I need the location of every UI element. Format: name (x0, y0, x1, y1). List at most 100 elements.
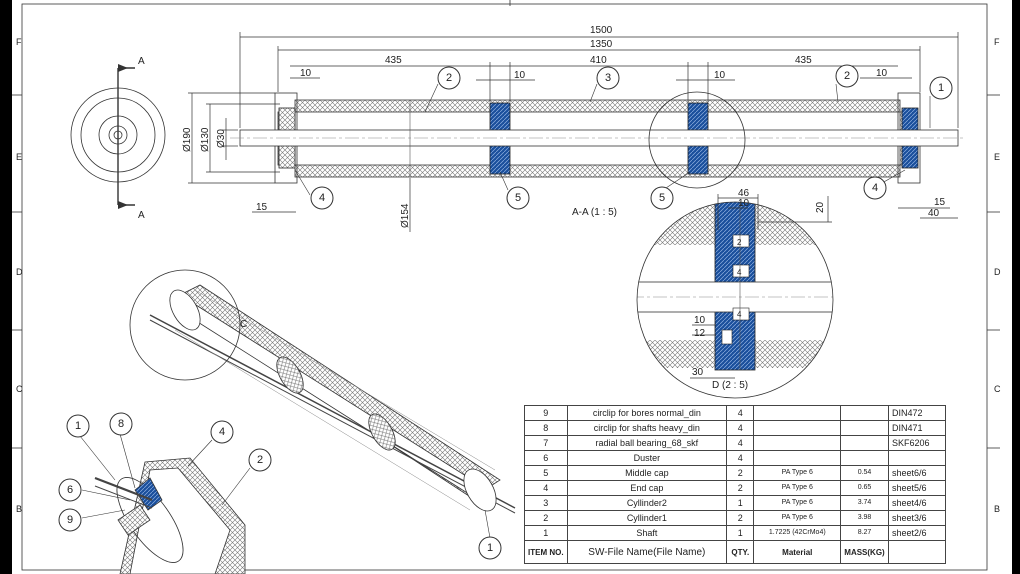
detail-d-view (637, 202, 833, 371)
bom-reference: sheet3/6 (887, 510, 947, 526)
detail-c-label: C (240, 319, 247, 330)
bom-mass: 0.54 (840, 465, 889, 481)
bom-file-name: circlip for bores normal_din (566, 405, 728, 421)
zone-right-d: D (994, 267, 1001, 277)
bom-header-row: ITEM NO. SW-File Name(File Name) QTY. Ma… (524, 540, 947, 564)
iso-balloon-9-label: 9 (67, 514, 73, 526)
bom-file-name: Cyllinder1 (566, 510, 728, 526)
bom-mass (840, 420, 889, 436)
bom-item-no: 6 (524, 450, 568, 466)
bom-file-name: Cyllinder2 (566, 495, 728, 511)
end-view (70, 64, 166, 209)
cut-label-bottom: A (138, 210, 145, 221)
iso-balloon-leaders (79, 433, 491, 539)
detail-tag-4a: 4 (737, 268, 742, 277)
detail-dim-12: 12 (694, 328, 706, 339)
bom-qty: 4 (726, 450, 755, 466)
section-title: A-A (1 : 5) (572, 207, 617, 218)
dim-10-a: 10 (300, 68, 312, 79)
balloon-2-right (835, 64, 859, 88)
bom-reference: sheet5/6 (887, 480, 947, 496)
bom-mass: 3.74 (840, 495, 889, 511)
dim-435-right: 435 (795, 55, 812, 66)
bom-reference: DIN472 (887, 405, 947, 421)
bom-material: PA Type 6 (753, 510, 842, 526)
bom-mass: 3.98 (840, 510, 889, 526)
bom-file-name: circlip for shafts heavy_din (566, 420, 728, 436)
balloon-4-right-label: 4 (872, 182, 878, 194)
bom-file-name: End cap (566, 480, 728, 496)
dim-dia-30: Ø30 (216, 129, 227, 148)
dim-40-right: 40 (928, 208, 940, 219)
balloon-4-right (863, 176, 887, 200)
bom-material: PA Type 6 (753, 465, 842, 481)
zone-left-d: D (16, 267, 23, 277)
bom-reference: sheet2/6 (887, 525, 947, 541)
balloon-2-left-label: 2 (446, 72, 452, 84)
detail-tag-4b: 4 (737, 310, 742, 319)
bom-reference: DIN471 (887, 420, 947, 436)
detail-dim-46: 46 (738, 188, 750, 199)
detail-dim-30: 30 (692, 367, 704, 378)
detail-c-circle (129, 269, 241, 381)
dim-10-c: 10 (714, 70, 726, 81)
detail-dim-10: 10 (738, 198, 750, 209)
dim-435-left: 435 (385, 55, 402, 66)
section-dim-lines (188, 32, 959, 232)
bom-reference: SKF6206 (887, 435, 947, 451)
bom-item-no: 2 (524, 510, 568, 526)
bom-qty: 1 (726, 495, 755, 511)
bom-reference: sheet4/6 (887, 495, 947, 511)
dim-15-right: 15 (934, 197, 946, 208)
balloon-4-left (310, 186, 334, 210)
zone-left-e: E (16, 152, 22, 162)
balloon-2-left (437, 66, 461, 90)
bom-item-no: 4 (524, 480, 568, 496)
balloon-5-right-label: 5 (659, 192, 665, 204)
bom-header-item: ITEM NO. (524, 540, 568, 564)
zone-ticks (12, 0, 1000, 449)
bom-mass (840, 405, 889, 421)
bom-reference: sheet6/6 (887, 465, 947, 481)
bom-mass: 0.65 (840, 480, 889, 496)
detail-tag-2: 2 (737, 238, 742, 247)
bom-mass: 8.27 (840, 525, 889, 541)
iso-balloon-9 (58, 508, 82, 532)
bom-material: 1.7225 (42CrMo4) (753, 525, 842, 541)
zone-left-c: C (16, 384, 23, 394)
detail-title: D (2 : 5) (712, 380, 748, 391)
iso-balloon-2-label: 2 (257, 454, 263, 466)
bom-header-blank (887, 540, 947, 564)
detail-dim-10-left: 10 (694, 315, 706, 326)
balloon-1-label: 1 (938, 82, 944, 94)
cut-label-top: A (138, 56, 145, 67)
bom-header-mass: MASS(KG) (840, 540, 889, 564)
bom-material: PA Type 6 (753, 480, 842, 496)
bom-item-no: 8 (524, 420, 568, 436)
bom-file-name: radial ball bearing_68_skf (566, 435, 728, 451)
balloon-5-left-label: 5 (515, 192, 521, 204)
balloon-1 (929, 76, 953, 100)
dim-410: 410 (590, 55, 607, 66)
balloon-5-right (650, 186, 674, 210)
bom-qty: 4 (726, 405, 755, 421)
iso-balloon-6 (58, 478, 82, 502)
balloon-5-left (506, 186, 530, 210)
iso-balloon-1-label: 1 (75, 420, 81, 432)
balloon-3 (596, 66, 620, 90)
bom-qty: 4 (726, 435, 755, 451)
bom-mass (840, 450, 889, 466)
dim-10-b: 10 (514, 70, 526, 81)
detail-d-circle (636, 201, 834, 399)
bom-header-qty: QTY. (726, 540, 755, 564)
bom-item-no: 3 (524, 495, 568, 511)
dim-10-d: 10 (876, 68, 888, 79)
bom-file-name: Duster (566, 450, 728, 466)
